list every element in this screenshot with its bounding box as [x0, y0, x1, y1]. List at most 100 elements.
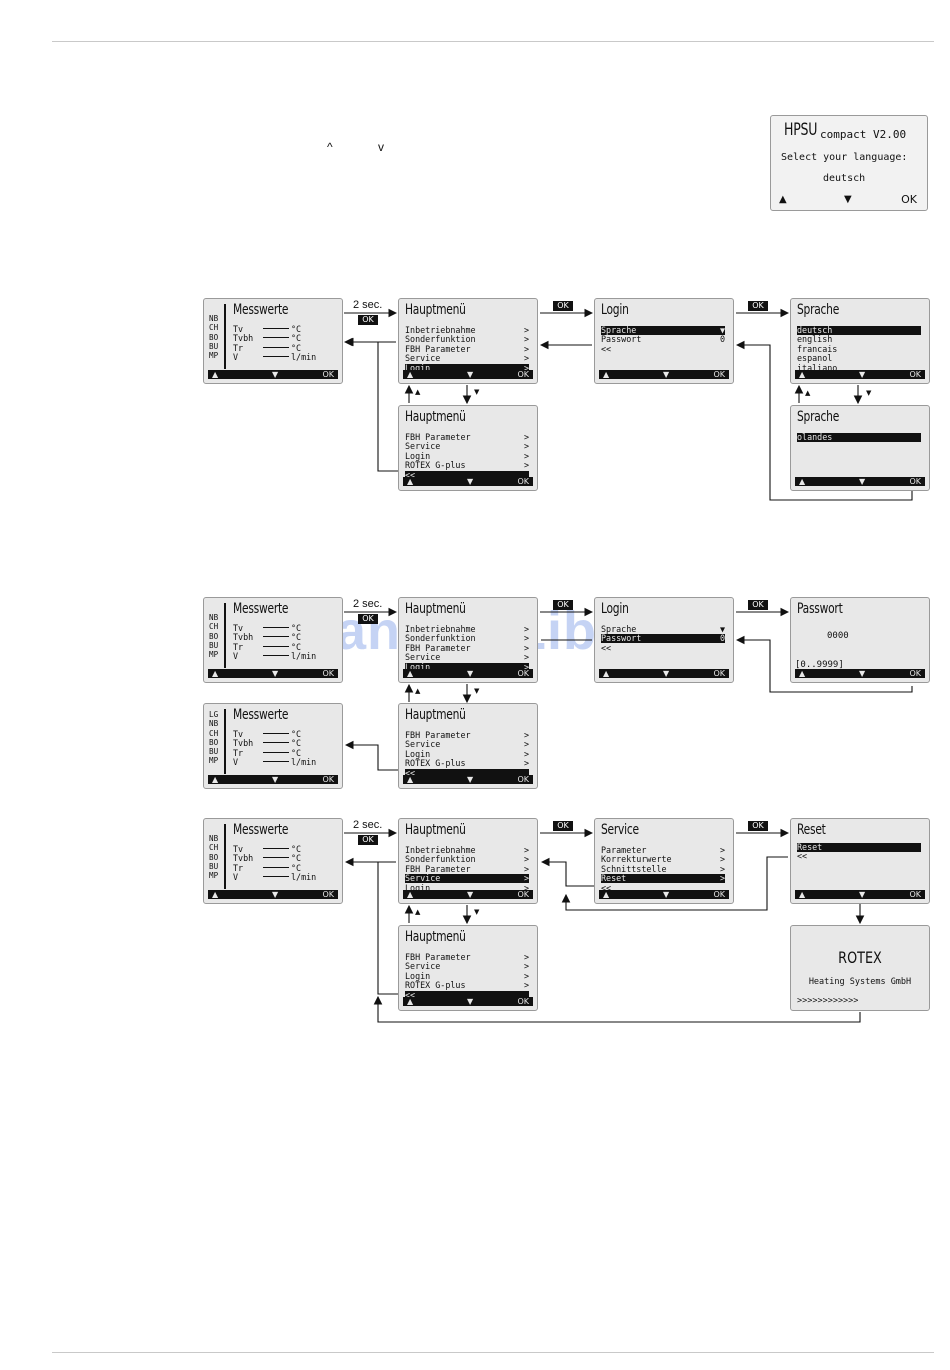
chevron-right-icon: >	[523, 325, 529, 335]
softkey-bar: ▲▼OK	[208, 370, 338, 379]
menu-item-label: Login	[405, 362, 431, 373]
measurement-name: Tr	[233, 862, 244, 873]
rotex-subtitle: Heating Systems GmbH	[808, 977, 912, 987]
down-key-icon: ▼	[272, 370, 279, 379]
menu-item: espanol	[797, 354, 921, 363]
chevron-right-icon: >	[523, 450, 529, 461]
softkey-bar: ▲▼OK	[599, 370, 729, 379]
ok-key: OK	[517, 477, 529, 486]
measurement-row: Tr°C	[233, 343, 301, 353]
abbr-item: BO	[209, 852, 219, 862]
measurement-row: Tr°C	[233, 642, 301, 652]
progress-arrows: >>>>>>>>>>>>	[797, 996, 859, 1006]
chevron-right-icon: >	[523, 882, 529, 893]
screen-title: Hauptmenü	[405, 822, 466, 838]
down-key-icon: ▼	[844, 194, 852, 205]
down-key-icon: ▼	[272, 775, 279, 784]
hold-duration-label: 2 sec.	[353, 819, 383, 831]
measurement-unit: °C	[291, 623, 302, 633]
menu-item: FBH Parameter>	[405, 433, 529, 442]
softkey-bar: ▲▼OK	[403, 669, 533, 678]
chevron-right-icon: >	[523, 863, 529, 874]
value-placeholder	[263, 857, 289, 859]
ok-key: OK	[517, 997, 529, 1006]
up-key-icon: ▲	[799, 669, 806, 678]
chevron-right-icon: >	[523, 441, 529, 452]
menu-item-label: FBH Parameter	[405, 863, 471, 874]
up-key-icon: ▲	[799, 370, 806, 379]
screen-title: Messwerte	[233, 707, 289, 723]
abbr-item: CH	[209, 323, 219, 333]
abbr-item: CH	[209, 728, 219, 738]
measurement-name: V	[233, 352, 239, 363]
menu-item-label: Login	[405, 450, 431, 461]
menu-item-label: <<	[405, 989, 416, 1000]
up-key-icon: ▲	[212, 669, 219, 678]
menu-item: <<	[601, 643, 725, 653]
flow-arrow	[735, 635, 913, 693]
menu-item: Login >	[405, 450, 529, 461]
menu-item: Inbetriebnahme>	[405, 846, 529, 855]
menu-item-label: FBH Parameter	[405, 642, 471, 653]
menu-item: FBH Parameter>	[405, 642, 529, 653]
screen-title: Hauptmenü	[405, 707, 466, 723]
measurement-unit: l/min	[291, 872, 317, 883]
measurement-row: Tvbh°C	[233, 854, 301, 863]
menu-item-label: english	[797, 334, 833, 345]
softkey-bar: ▲▼OK	[795, 669, 925, 678]
value-placeholder	[263, 876, 289, 878]
abbr-item: NB	[209, 613, 219, 622]
down-key-icon: ▼	[474, 908, 480, 916]
menu-item-label: deutsch	[797, 325, 833, 335]
menu-item-label: Service	[405, 961, 441, 972]
abbr-item: NB	[209, 834, 219, 843]
value-placeholder	[263, 761, 289, 763]
chevron-right-icon: >	[523, 624, 529, 634]
up-key-icon: ▲	[799, 477, 806, 486]
menu-item: Service>	[405, 442, 529, 451]
chevron-right-icon: >	[523, 362, 529, 373]
menu-item-label: Inbetriebnahme	[405, 845, 476, 855]
down-key-icon: ▼	[467, 669, 474, 678]
flow-arrow	[542, 861, 600, 887]
password-value: 0000	[827, 631, 849, 641]
ok-key-badge: OK	[553, 821, 573, 831]
dropdown-icon: ▼	[719, 325, 725, 335]
menu-item: FBH Parameter>	[405, 953, 529, 962]
menu-item-label: Inbetriebnahme	[405, 325, 476, 335]
down-key-icon: ▼	[859, 890, 866, 899]
menu-item-label: italiano	[797, 362, 838, 373]
menu-item: Inbetriebnahme>	[405, 625, 529, 634]
menu-item: ROTEX G-plus>	[405, 981, 529, 990]
menu-item-label: FBH Parameter	[405, 343, 471, 354]
chevron-right-icon: >	[523, 343, 529, 354]
flow-arrow	[373, 995, 861, 1023]
chevron-right-icon: >	[719, 863, 725, 874]
menu-item-label: Sonderfunktion	[405, 633, 476, 644]
ok-key: OK	[517, 775, 529, 784]
chevron-right-icon: >	[523, 353, 529, 364]
value-placeholder	[263, 627, 289, 628]
up-key-icon: ▲	[805, 389, 811, 397]
menu-item-label: Service	[405, 739, 441, 750]
up-key-icon: ▲	[212, 775, 219, 784]
measurement-name: Tr	[233, 747, 244, 758]
measurement-name: Tvbh	[233, 632, 254, 643]
menu-item-label: <<	[405, 767, 416, 778]
value: 0	[719, 633, 725, 644]
down-key-icon: ▼	[663, 669, 670, 678]
measurement-unit: °C	[291, 862, 302, 873]
up-key-icon: ▲	[407, 477, 414, 486]
menu-item-label: Sprache	[601, 624, 637, 634]
down-key-icon: ▼	[467, 370, 474, 379]
ok-key: OK	[713, 370, 725, 379]
measurement-name: Tv	[233, 324, 244, 334]
